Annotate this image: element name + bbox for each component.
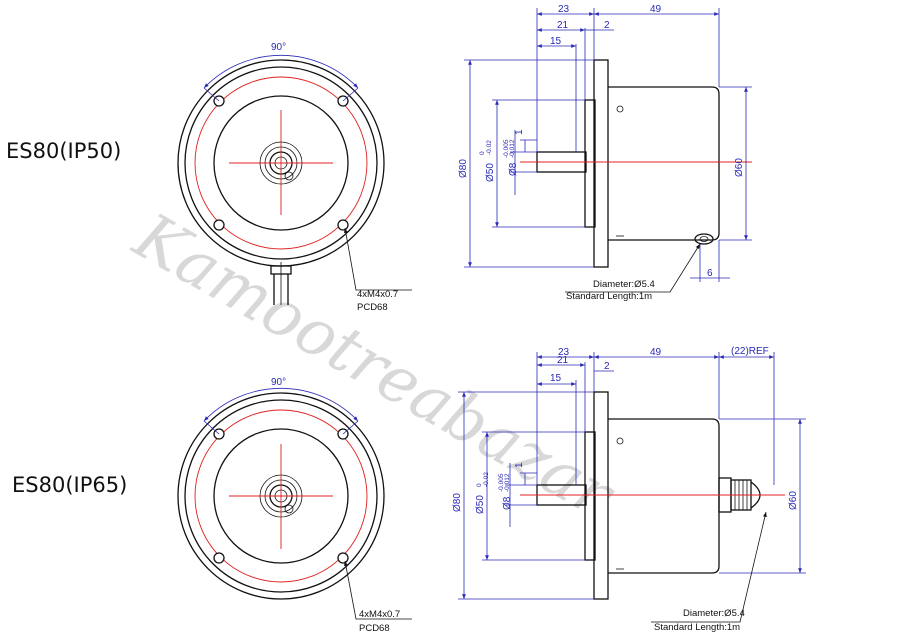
mount-hole bbox=[213, 552, 225, 564]
mount-hole bbox=[337, 219, 349, 231]
mount-hole bbox=[337, 552, 349, 564]
cable-diameter: Diameter:Ø5.4 bbox=[593, 279, 655, 290]
tol-8-lower: -0.012 bbox=[509, 139, 516, 158]
side-view: 23 49 (22)REF 21 2 15 Ø80 Ø50 0 -0.02 bbox=[452, 346, 806, 633]
tol-50-upper: 0 bbox=[479, 151, 486, 155]
dim-8: Ø8 bbox=[508, 162, 519, 176]
dim-21: 21 bbox=[557, 20, 569, 31]
dim-21: 21 bbox=[557, 355, 569, 366]
tol-50-upper: 0 bbox=[476, 483, 483, 487]
dim-15: 15 bbox=[550, 373, 562, 384]
dim-15: 15 bbox=[550, 36, 562, 47]
dim-80: Ø80 bbox=[452, 493, 463, 512]
cable-length: Standard Length:1m bbox=[654, 622, 740, 633]
dim-49: 49 bbox=[650, 4, 662, 15]
model-label: ES80(IP50) bbox=[6, 139, 121, 163]
dim-60: Ø60 bbox=[734, 158, 745, 177]
dim-49: 49 bbox=[650, 347, 662, 358]
cable-length: Standard Length:1m bbox=[566, 291, 652, 302]
front-view: 90° 4xM4x0.7 PCD68 bbox=[177, 42, 412, 313]
dim-8: Ø8 bbox=[502, 496, 513, 510]
dim-ref: (22)REF bbox=[731, 346, 769, 357]
model-label: ES80(IP65) bbox=[12, 473, 127, 497]
section-ip50: ES80(IP50) 90° bbox=[6, 4, 752, 313]
front-view: 90° 4xM4x0.7 PCD68 bbox=[177, 377, 412, 634]
watermark-text: Kamootreabazar bbox=[121, 199, 627, 534]
dim-1: 1 bbox=[514, 129, 525, 135]
tol-8-upper: -0.005 bbox=[503, 139, 510, 158]
cable-diameter: Diameter:Ø5.4 bbox=[683, 608, 745, 619]
angle-label: 90° bbox=[271, 377, 286, 388]
side-view: 23 49 21 2 15 Ø80 Ø50 0 -0.02 Ø8 - bbox=[458, 4, 752, 302]
dim-2: 2 bbox=[604, 361, 610, 372]
tol-8-upper: -0.005 bbox=[498, 473, 505, 492]
section-ip65: ES80(IP65) 90° 4xM4x0.7 bbox=[12, 346, 806, 634]
angle-label: 90° bbox=[271, 42, 286, 53]
dim-23: 23 bbox=[558, 4, 570, 15]
tol-50-lower: -0.02 bbox=[483, 472, 490, 487]
tol-50-lower: -0.02 bbox=[486, 140, 493, 155]
dim-1: 1 bbox=[514, 462, 525, 468]
dim-2: 2 bbox=[604, 20, 610, 31]
mount-hole bbox=[213, 219, 225, 231]
tol-8-lower: -0.012 bbox=[504, 473, 511, 492]
hole-note: 4xM4x0.7 bbox=[359, 609, 400, 620]
dim-50: Ø50 bbox=[475, 495, 486, 514]
dim-60: Ø60 bbox=[788, 491, 799, 510]
dim-23: 23 bbox=[558, 347, 570, 358]
dim-6: 6 bbox=[707, 268, 713, 279]
dim-50: Ø50 bbox=[485, 163, 496, 182]
dim-80: Ø80 bbox=[458, 159, 469, 178]
hole-note: 4xM4x0.7 bbox=[357, 289, 398, 300]
pcd-note: PCD68 bbox=[359, 623, 390, 634]
pcd-note: PCD68 bbox=[357, 302, 388, 313]
